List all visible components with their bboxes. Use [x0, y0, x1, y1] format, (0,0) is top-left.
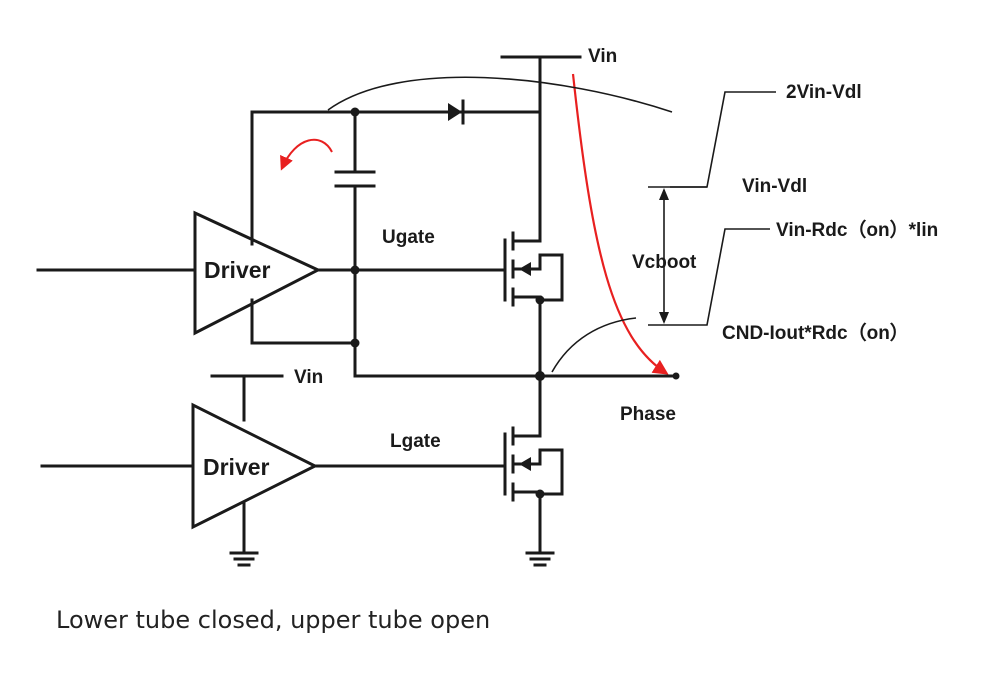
bootstrap-capacitor [334, 170, 376, 188]
boot-rail [250, 110, 542, 246]
ugate-label: Ugate [382, 227, 435, 248]
lower-driver: Driver [191, 402, 319, 530]
boot-level-pointer [327, 76, 673, 113]
vin-low-label: Vin [294, 367, 323, 388]
vin-top-label: Vin [588, 46, 617, 67]
ground-symbol-driver [229, 551, 259, 567]
junction-dot [350, 338, 360, 348]
ground-symbol-mosfet [525, 551, 555, 567]
phase-terminal [672, 372, 680, 380]
lower-mosfet [503, 426, 564, 554]
level-leader-2vin [670, 91, 776, 188]
diagram-caption: Lower tube closed, upper tube open [56, 606, 490, 634]
phase-label: Phase [620, 404, 676, 425]
bootstrap-diode [448, 99, 465, 125]
boot-current-arrow [280, 138, 333, 171]
upper-driver: Driver [193, 210, 322, 336]
vcboot-label: Vcboot [632, 252, 697, 273]
phase-current-arrow [571, 73, 669, 375]
level-2vin-vdl: 2Vin-Vdl [786, 82, 862, 103]
driver-return-wire [250, 298, 357, 345]
upper-driver-label: Driver [204, 257, 271, 283]
upper-mosfet [503, 231, 564, 378]
junction-dot [350, 265, 360, 275]
lower-driver-label: Driver [203, 454, 270, 480]
level-cnd: CND-Iout*Rdc（on） [722, 321, 909, 344]
level-leader-vin-rdc [648, 228, 770, 326]
junction-dot [350, 107, 360, 117]
phase-level-pointer [551, 317, 637, 373]
lgate-label: Lgate [390, 431, 441, 452]
level-vin-rdc: Vin-Rdc（on）*lin [776, 218, 938, 241]
level-vin-vdl: Vin-Vdl [742, 176, 807, 197]
